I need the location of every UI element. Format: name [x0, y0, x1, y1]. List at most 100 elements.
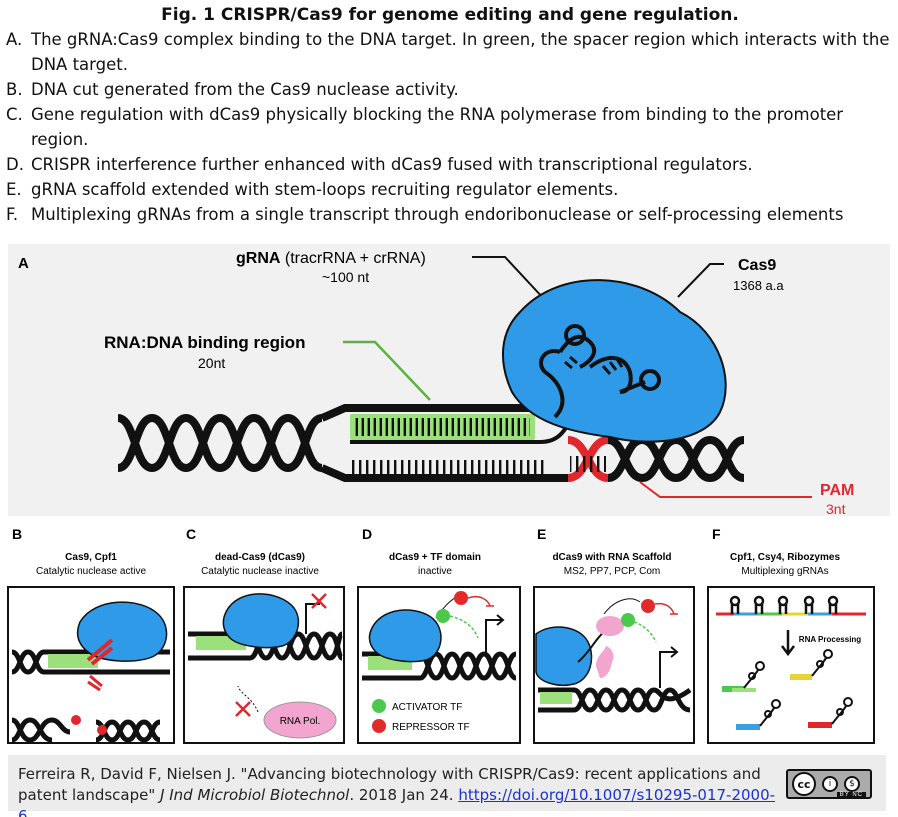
- stem-rungs: [564, 355, 624, 375]
- binding-pointer: [343, 340, 431, 401]
- panel-c: C dead-Cas9 (dCas9) Catalytic nuclease i…: [183, 526, 345, 744]
- citation-text: Ferreira R, David F, Nielsen J. "Advanci…: [18, 764, 778, 817]
- caption-item-a: A. The gRNA:Cas9 complex binding to the D…: [6, 27, 894, 77]
- panel-f-process-arrow: [781, 630, 795, 657]
- cc-license-badge[interactable]: cc i $ BY NC: [786, 769, 872, 799]
- panel-e-scaffold-hairpin: [596, 646, 614, 678]
- caption-item-e: E. gRNA scaffold extended with stem-loops…: [6, 177, 894, 202]
- caption-text: DNA cut generated from the Cas9 nuclease…: [31, 80, 459, 99]
- legend-activator-label: ACTIVATOR TF: [392, 702, 462, 713]
- dna-helix-left: [116, 413, 324, 473]
- caption-text: CRISPR interference further enhanced wit…: [31, 155, 753, 174]
- caption-item-d: D. CRISPR interference further enhanced w…: [6, 152, 894, 177]
- grna-label-line: gRNA (tracrRNA + crRNA): [236, 250, 426, 267]
- binding-length: 20nt: [198, 355, 225, 371]
- cas9-pointer: [677, 263, 724, 298]
- cas9-label: Cas9: [738, 257, 776, 274]
- panel-c-subtitle: Catalytic nuclease inactive: [201, 566, 319, 577]
- panel-c-dcas9: [222, 593, 300, 649]
- dna-bottom-strand: [320, 464, 570, 482]
- pam-rungs: [570, 456, 606, 472]
- panel-e-label: E: [537, 526, 546, 542]
- pam-length: 3nt: [826, 501, 846, 517]
- panel-e-tether: [603, 598, 641, 615]
- citation-date: . 2018 Jan 24.: [349, 786, 454, 804]
- caption-list: A. The gRNA:Cas9 complex binding to the D…: [6, 27, 894, 227]
- citation-body: Ferreira R, David F, Nielsen J. "Advanci…: [18, 765, 761, 804]
- grna-stem-loops: [539, 324, 661, 419]
- caption-letter: C.: [6, 105, 23, 124]
- cc-labels: BY NC: [836, 792, 866, 798]
- doi-link[interactable]: https://doi.org/10.1007/s10295-017-2000-…: [18, 786, 776, 817]
- caption-letter: E.: [6, 180, 22, 199]
- panel-e-repress-arrow: [654, 602, 678, 615]
- panel-d-title: dCas9 + TF domain: [389, 552, 481, 563]
- panel-c-rna-polymerase: [263, 701, 337, 739]
- panel-d: D dCas9 + TF domain inactive ACTIVATOR T…: [357, 526, 521, 744]
- noncommercial-icon: $: [844, 776, 860, 792]
- panel-f-subtitle: Multiplexing gRNAs: [741, 566, 828, 577]
- panel-e: E dCas9 with RNA Scaffold MS2, PP7, PCP,…: [533, 526, 695, 744]
- panel-d-promoter-arrow: [485, 614, 505, 654]
- panel-b-subtitle: Catalytic nuclease active: [36, 566, 146, 577]
- caption-text: The gRNA:Cas9 complex binding to the DNA…: [31, 30, 890, 74]
- cc-icon: cc: [792, 772, 816, 796]
- panel-b-title: Cas9, Cpf1: [65, 552, 117, 563]
- crispr-diagram: A gRNA (tracrRNA + crRNA) ~100 nt Cas9 1…: [0, 242, 898, 752]
- dna-top-strand: [320, 404, 560, 422]
- caption-letter: A.: [6, 30, 23, 49]
- cc-by: BY: [839, 792, 850, 798]
- legend-repressor-dot: [372, 719, 386, 733]
- caption-block: Fig. 1 CRISPR/Cas9 for genome editing an…: [6, 4, 894, 227]
- citation-journal: J Ind Microbiol Biotechnol: [160, 786, 350, 804]
- panel-b: B Cas9, Cpf1 Catalytic nuclease active: [7, 526, 175, 744]
- panel-f-product-hairpins: [743, 649, 853, 727]
- panel-b-cut-mark: [86, 638, 114, 666]
- panel-e-repressor: [641, 599, 655, 613]
- cas9-length: 1368 a.a: [733, 278, 784, 293]
- panel-f-products: [722, 674, 832, 730]
- cc-nc: NC: [852, 792, 863, 798]
- panel-b-cut-mark-2: [87, 674, 103, 692]
- binding-label: RNA:DNA binding region: [104, 333, 305, 352]
- panel-e-spacer: [540, 692, 572, 704]
- citation-box: Ferreira R, David F, Nielsen J. "Advanci…: [8, 755, 886, 817]
- figure-title: Fig. 1 CRISPR/Cas9 for genome editing an…: [161, 5, 739, 25]
- caption-letter: B.: [6, 80, 23, 99]
- grna-label: gRNA: [236, 250, 281, 267]
- legend-repressor-label: REPRESSOR TF: [392, 722, 470, 733]
- panel-d-dcas9: [368, 609, 442, 663]
- caption-item-b: B. DNA cut generated from the Cas9 nuclea…: [6, 77, 894, 102]
- panel-b-break-end: [71, 715, 81, 725]
- panel-c-title: dead-Cas9 (dCas9): [215, 552, 305, 563]
- panel-b-cas9: [76, 601, 168, 662]
- caption-text: Multiplexing gRNAs from a single transcr…: [31, 205, 844, 224]
- caption-letter: F.: [6, 205, 19, 224]
- panel-f: F Cpf1, Csy4, Ribozymes Multiplexing gRN…: [707, 526, 875, 744]
- legend-activator-dot: [372, 699, 386, 713]
- panel-c-block-x: [311, 593, 327, 609]
- grna-length: ~100 nt: [322, 269, 369, 285]
- panel-b-label: B: [12, 526, 22, 542]
- panel-b-spacer: [48, 654, 98, 668]
- panel-f-label: F: [712, 526, 721, 542]
- panel-e-dna: [538, 687, 692, 713]
- panel-e-dcas9: [535, 626, 593, 686]
- spacer-rungs: [354, 418, 530, 436]
- caption-item-c: C. Gene regulation with dCas9 physically …: [6, 102, 894, 152]
- caption-text: gRNA scaffold extended with stem-loops r…: [31, 180, 619, 199]
- pam-label: PAM: [820, 482, 854, 499]
- grna-pointer: [472, 256, 546, 301]
- panel-e-coat-protein: [596, 616, 624, 636]
- caption-item-f: F. Multiplexing gRNAs from a single trans…: [6, 202, 894, 227]
- caption-text: Gene regulation with dCas9 physically bl…: [31, 105, 844, 149]
- panel-b-break-end-2: [97, 725, 107, 735]
- caption-letter: D.: [6, 155, 24, 174]
- cas9-protein: [502, 279, 727, 443]
- panel-e-promoter-arrow: [659, 646, 679, 688]
- dna-bottom-rungs: [352, 460, 548, 474]
- panel-e-activate-arrow: [633, 621, 657, 643]
- grna-detail: (tracrRNA + crRNA): [285, 250, 426, 267]
- panel-e-subtitle: MS2, PP7, PCP, Com: [564, 566, 661, 577]
- panel-a-label: A: [18, 255, 29, 272]
